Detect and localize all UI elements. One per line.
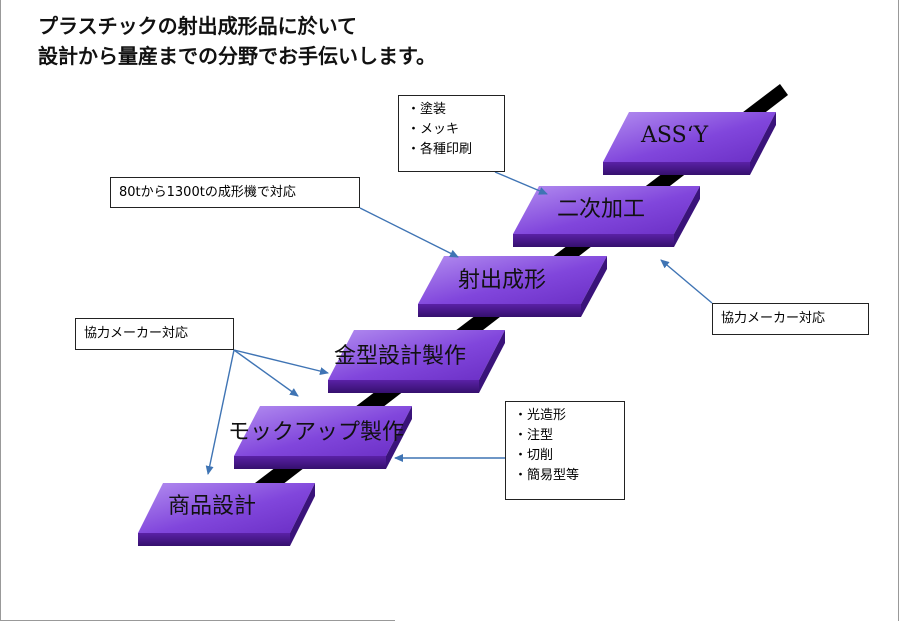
title-line-2: 設計から量産までの分野でお手伝いします。 [38,44,436,68]
note-method-item: ・光造形 [514,408,567,423]
arrow-partner-right-to-secondary [660,259,713,304]
step-label-mockup: モックアップ製作 [228,420,405,445]
note-finishing-item: ・塗装 [407,102,447,117]
arrow-partner-left-to-mockup [233,349,299,397]
note-mockup-methods: ・光造形 ・注型 ・切削 ・簡易型等 [505,401,625,500]
arrow-machines-to-injection [359,207,459,258]
note-method-item: ・切削 [514,448,554,463]
step-product-design [138,483,315,546]
arrow-top-to-secondary [494,171,548,195]
step-assy [603,112,776,175]
step-injection [418,256,607,317]
step-secondary [513,186,700,247]
note-partner-left-text: 協力メーカー対応 [84,326,189,341]
step-mold [328,330,505,393]
step-label-assy: ASS‘Y [641,123,709,148]
page-title: プラスチックの射出成形品に於いて 設計から量産までの分野でお手伝いします。 [38,11,436,71]
arrow-partner-left-to-mold [233,349,329,375]
note-finishing: ・塗装 ・メッキ ・各種印刷 [398,95,505,172]
title-line-1: プラスチックの射出成形品に於いて [38,14,357,38]
note-finishing-item: ・メッキ [407,122,460,137]
step-label-secondary: 二次加工 [557,197,646,222]
step-label-injection: 射出成形 [458,268,547,293]
step-label-product-design: 商品設計 [168,494,257,519]
note-method-item: ・注型 [514,428,554,443]
note-partner-right-text: 協力メーカー対応 [721,311,826,326]
bottom-divider [0,620,395,621]
note-machines-text: 80tから1300tの成形機で対応 [119,185,296,200]
arrow-partner-left-to-product [205,349,235,475]
note-partner-right: 協力メーカー対応 [712,303,869,335]
step-label-mold: 金型設計製作 [334,344,467,369]
note-machines: 80tから1300tの成形機で対応 [110,177,360,208]
note-method-item: ・簡易型等 [514,468,580,483]
note-finishing-item: ・各種印刷 [407,142,473,157]
step-mockup [234,406,412,469]
note-partner-left: 協力メーカー対応 [75,318,234,350]
